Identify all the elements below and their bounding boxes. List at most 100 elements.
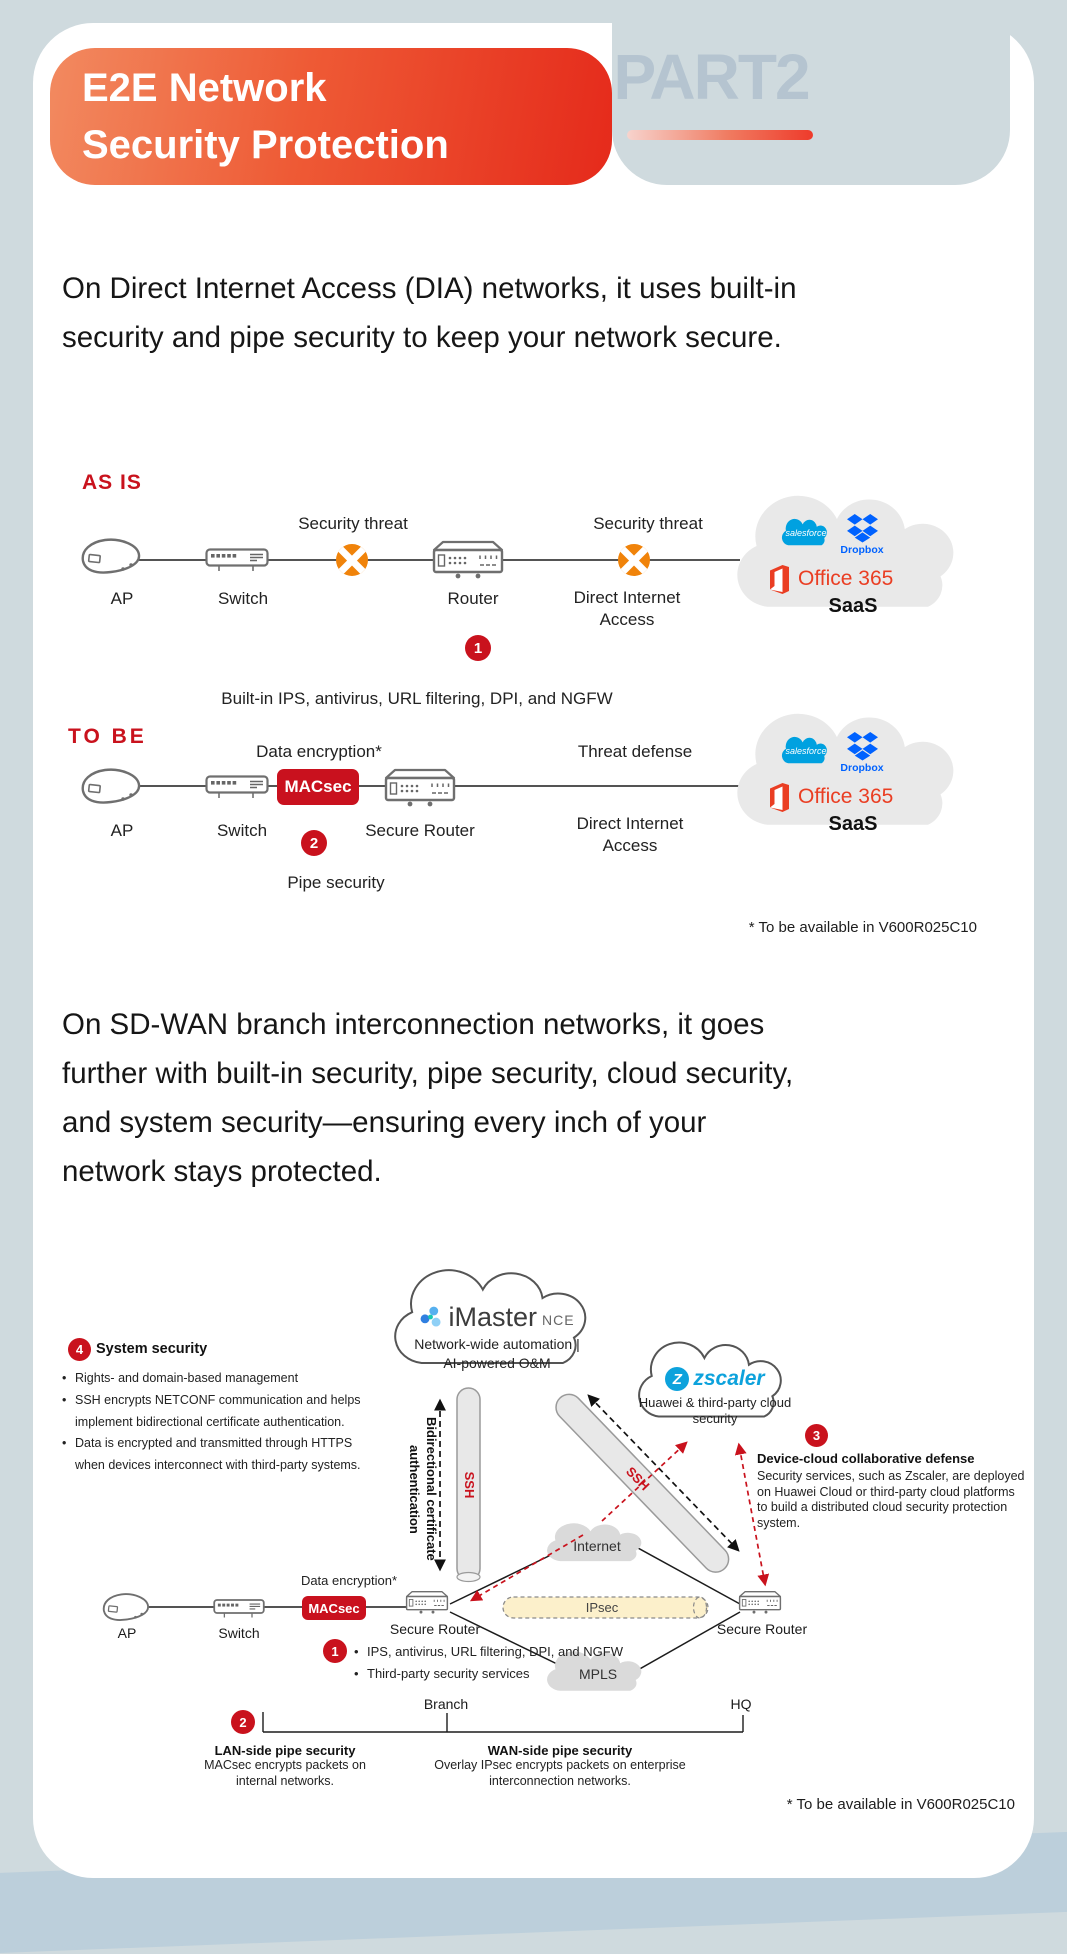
router-bullet: IPS, antivirus, URL filtering, DPI, and … xyxy=(354,1641,654,1663)
imaster-subtitle: Network-wide automation | AI-powered O&M xyxy=(382,1335,612,1373)
security-threat-icon-2 xyxy=(618,544,650,576)
switch-label-sdwan: Switch xyxy=(218,1625,260,1641)
ap-icon-tobe xyxy=(78,766,144,811)
dia-access-label: Direct Internet Access xyxy=(573,588,681,629)
dropbox-label: Dropbox xyxy=(840,762,884,774)
badge-1: 1 xyxy=(465,635,491,661)
ap-label: AP xyxy=(110,589,134,608)
badge-1-sdwan: 1 xyxy=(323,1639,347,1663)
saas-label: SaaS xyxy=(828,595,878,617)
system-bullet: Rights- and domain-based management xyxy=(62,1368,367,1390)
switch-icon-tobe xyxy=(205,773,269,806)
badge-2-sdwan: 2 xyxy=(231,1710,255,1734)
switch-label: Switch xyxy=(217,589,269,608)
wan-pipe-title: WAN-side pipe security xyxy=(487,1743,633,1758)
security-threat-label-2: Security threat xyxy=(593,514,703,533)
saas-cloud-asis: salesforce Dropbox Office 365 SaaS xyxy=(728,492,978,627)
sdwan-footnote: * To be available in V600R025C10 xyxy=(786,1796,1015,1813)
router-label: Router xyxy=(447,589,499,608)
switch-icon-sdwan xyxy=(213,1597,265,1625)
as-is-label: AS IS xyxy=(82,471,142,494)
ipsec-tube xyxy=(502,1596,709,1619)
title-banner: E2E Network Security Protection xyxy=(50,48,612,185)
salesforce-label: salesforce xyxy=(785,746,827,756)
ssh-pipe-vertical: SSH xyxy=(456,1387,481,1583)
secure-router-icon-left xyxy=(403,1589,451,1621)
system-bullet: SSH encrypts NETCONF communication and h… xyxy=(62,1390,367,1434)
dropbox-icon xyxy=(847,731,878,766)
salesforce-label: salesforce xyxy=(785,528,827,538)
dia-footnote: * To be available in V600R025C10 xyxy=(748,919,977,936)
imaster-cloud xyxy=(395,1270,585,1363)
pipe-security-label: Pipe security xyxy=(287,873,385,892)
imaster-subtitle-line2: AI-powered O&M xyxy=(443,1355,551,1371)
lan-pipe-title: LAN-side pipe security xyxy=(214,1743,356,1758)
imaster-subtitle-line1: Network-wide automation | xyxy=(414,1336,580,1352)
branch-label: Branch xyxy=(423,1696,469,1712)
router-bullet: Third-party security services xyxy=(354,1663,654,1685)
zscaler-cloud xyxy=(639,1343,781,1417)
dropbox-icon xyxy=(847,513,878,548)
lan-pipe-desc: MACsec encrypts packets on internal netw… xyxy=(204,1758,366,1788)
defense-title: Device-cloud collaborative defense xyxy=(757,1451,975,1466)
dia-access-label-tobe: Direct Internet Access xyxy=(576,814,684,855)
saas-cloud-tobe: salesforce Dropbox Office 365 SaaS xyxy=(728,710,978,845)
threat-defense-label: Threat defense xyxy=(577,742,693,761)
data-encryption-label: Data encryption* xyxy=(256,742,382,761)
page-title-line2: Security Protection xyxy=(82,123,449,167)
imaster-brand-row: iMaster NCE xyxy=(392,1301,602,1333)
system-bullet: Data is encrypted and transmitted throug… xyxy=(62,1433,367,1477)
zscaler-subtitle: Huawei & third-party cloud security xyxy=(638,1395,792,1426)
security-threat-icon-1 xyxy=(336,544,368,576)
part-label: PART2 xyxy=(613,41,810,113)
defense-desc: Security services, such as Zscaler, are … xyxy=(757,1469,1025,1530)
hq-label: HQ xyxy=(730,1696,752,1712)
wan-pipe-desc: Overlay IPsec encrypts packets on enterp… xyxy=(434,1758,686,1788)
branch-hq-bracket xyxy=(262,1712,744,1733)
router-security-bullets: IPS, antivirus, URL filtering, DPI, and … xyxy=(354,1641,654,1685)
imaster-brand: iMaster xyxy=(448,1301,537,1332)
macsec-box: MACsec xyxy=(277,769,359,805)
header-notch xyxy=(612,0,1010,185)
page-title: E2E Network Security Protection xyxy=(82,60,449,174)
badge-3: 3 xyxy=(805,1424,828,1447)
badge-4: 4 xyxy=(68,1338,91,1361)
macsec-box-sdwan: MACsec xyxy=(302,1596,366,1620)
secure-router-label-right: Secure Router xyxy=(716,1621,808,1637)
system-security-bullets: Rights- and domain-based management SSH … xyxy=(62,1368,367,1477)
security-threat-label-1: Security threat xyxy=(298,514,408,533)
dropbox-label: Dropbox xyxy=(840,544,884,556)
intro-sdwan-paragraph: On SD-WAN branch interconnection network… xyxy=(62,1008,794,1188)
sdwan-connector-layer: SSH SSH xyxy=(127,1255,1025,1733)
internet-label: Internet xyxy=(573,1538,621,1554)
ap-icon-sdwan xyxy=(100,1591,152,1628)
office365-label: Office 365 xyxy=(798,785,894,808)
page-title-line1: E2E Network xyxy=(82,66,327,110)
salesforce-logo: salesforce xyxy=(780,518,832,550)
imaster-suffix: NCE xyxy=(541,1312,575,1328)
ipsec-label: IPsec xyxy=(585,1600,619,1615)
router-icon xyxy=(428,538,508,587)
imaster-logo-icon xyxy=(419,1305,443,1329)
zscaler-brand-row: Z zscaler xyxy=(640,1365,790,1393)
sdwan-diagram: SSH SSH xyxy=(40,1255,1025,1845)
infographic-page: { "page": { "part_label": "PART2", "titl… xyxy=(0,0,1067,1910)
salesforce-logo: salesforce xyxy=(780,736,832,768)
switch-label-tobe: Switch xyxy=(216,821,268,840)
bidirectional-cert-label: Bidirectional certificate authentication xyxy=(407,1417,439,1561)
secure-router-label-left: Secure Router xyxy=(389,1621,481,1637)
builtin-caption: Built-in IPS, antivirus, URL filtering, … xyxy=(221,689,613,708)
part-underline xyxy=(627,130,813,140)
data-encryption-label-sdwan: Data encryption* xyxy=(300,1573,398,1588)
intro-dia-paragraph: On Direct Internet Access (DIA) networks… xyxy=(62,272,797,354)
secure-router-icon-right xyxy=(736,1589,784,1621)
lan-pipe-security-note: LAN-side pipe security MACsec encrypts p… xyxy=(185,1743,385,1789)
ap-label-sdwan: AP xyxy=(117,1625,137,1641)
zscaler-brand: zscaler xyxy=(693,1367,765,1390)
ssh-vertical-label: SSH xyxy=(462,1472,477,1499)
to-be-label: TO BE xyxy=(68,725,147,748)
nce-router-arrow xyxy=(587,1394,740,1552)
ap-icon xyxy=(78,536,144,581)
switch-icon xyxy=(205,546,269,579)
wan-pipe-security-note: WAN-side pipe security Overlay IPsec enc… xyxy=(410,1743,710,1789)
